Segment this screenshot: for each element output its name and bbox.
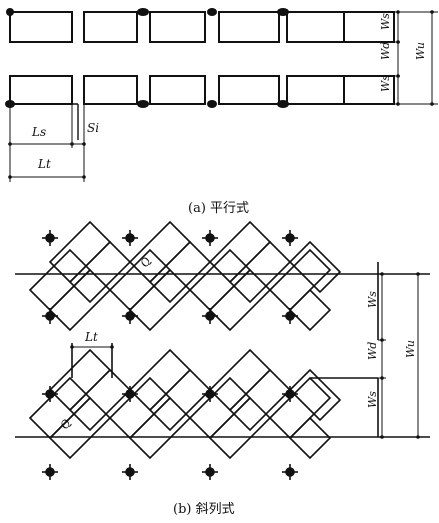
- marker-cross: [122, 464, 138, 480]
- panel-a-dimensions: [9, 11, 438, 182]
- label-si: Si: [87, 121, 99, 135]
- label-ws-a: Ws: [379, 13, 392, 30]
- caption-panel-a: (a) 平行式: [188, 201, 250, 216]
- label-ws2-a: Ws: [379, 75, 392, 92]
- marker-cross: [122, 308, 138, 324]
- panel-a-markers: [5, 8, 289, 108]
- marker-cross: [282, 386, 298, 402]
- marker-cross: [202, 386, 218, 402]
- stall: [149, 11, 206, 43]
- label-wd-b: Wd: [366, 342, 379, 360]
- panel-a-bottom-row: [9, 75, 395, 105]
- marker-cross: [122, 230, 138, 246]
- stall: [343, 11, 395, 43]
- panel-b-angled: [15, 220, 430, 460]
- stall: [9, 11, 73, 43]
- marker-cross: [42, 230, 58, 246]
- marker-cross: [282, 464, 298, 480]
- label-wu-b: Wu: [404, 340, 417, 358]
- stall: [218, 75, 280, 105]
- label-ws2-b: Ws: [366, 391, 379, 408]
- marker-cross: [202, 308, 218, 324]
- label-wu-a: Wu: [414, 42, 427, 60]
- marker-cross: [42, 308, 58, 324]
- panel-b-markers: [42, 230, 298, 480]
- label-ws-b: Ws: [366, 291, 379, 308]
- marker-cross: [282, 308, 298, 324]
- label-angle-lower: Q: [58, 417, 74, 431]
- marker-cross: [202, 230, 218, 246]
- caption-panel-b: (b) 斜列式: [173, 502, 235, 517]
- stall: [83, 75, 138, 105]
- stall: [83, 11, 138, 43]
- label-ls: Ls: [31, 125, 46, 139]
- stall: [286, 75, 345, 105]
- panel-b-lower-row: [28, 348, 342, 460]
- marker-cross: [282, 230, 298, 246]
- label-lt-b: Lt: [84, 330, 98, 344]
- label-angle-upper: Q: [138, 255, 154, 269]
- marker-cross: [42, 464, 58, 480]
- stall: [218, 11, 280, 43]
- label-lt-a: Lt: [37, 157, 51, 171]
- stall: [149, 75, 206, 105]
- marker-cross: [122, 386, 138, 402]
- marker-cross: [202, 464, 218, 480]
- label-wd-a: Wd: [379, 42, 392, 60]
- marker-cross: [42, 386, 58, 402]
- panel-a-top-row: [9, 11, 395, 43]
- stall: [9, 75, 73, 105]
- panel-b-upper-row: [28, 220, 342, 332]
- panel-a-parallel: [9, 11, 395, 140]
- stall: [286, 11, 345, 43]
- stall: [343, 75, 395, 105]
